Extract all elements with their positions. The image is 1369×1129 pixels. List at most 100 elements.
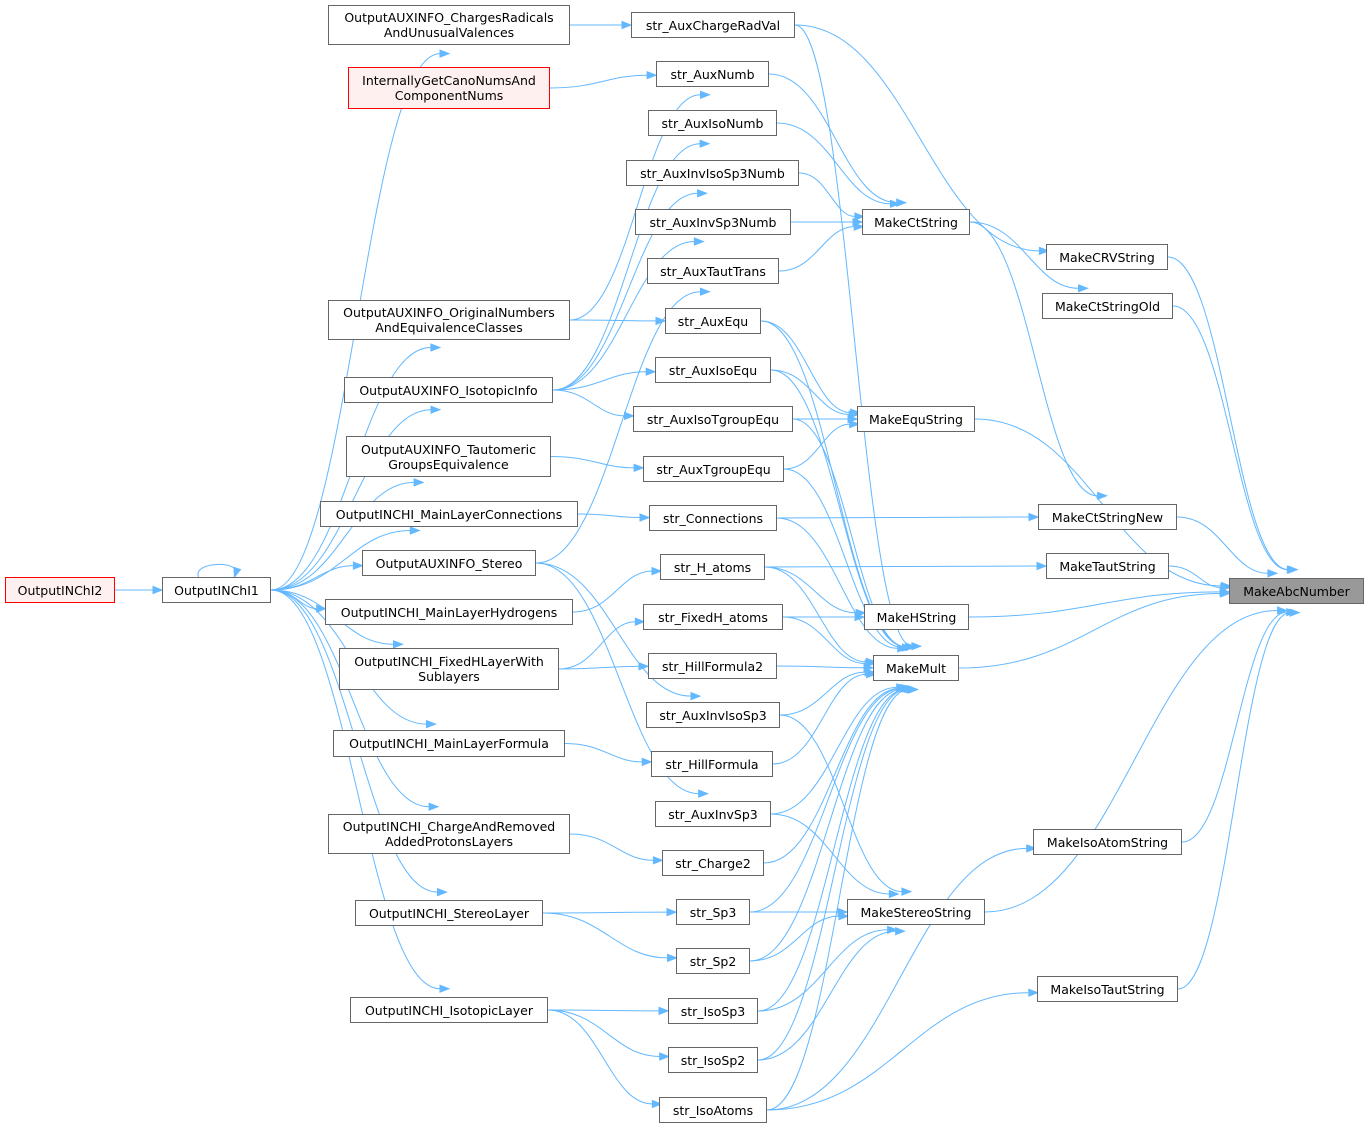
edge-OutputAUXINFO_IsotopicInfo-to-str_AuxInvSp3Numb [552, 237, 705, 391]
edge-str_AuxEqu-to-MakeEquString [760, 320, 862, 417]
edge-str_Connections-to-MakeCtStringNew [776, 512, 1040, 522]
node-MakeIsoTautString[interactable]: MakeIsoTautString [1037, 976, 1178, 1002]
edge-InternallyGetCanoNumsAndComponentNums-to-str_AuxNumb [549, 70, 658, 89]
edge-str_Connections-to-MakeMult [776, 517, 909, 653]
edge-MakeCtStringOld-to-MakeAbcNumber [1172, 305, 1298, 574]
edge-OutputAUXINFO_Stereo-to-str_AuxInvSp3 [535, 562, 709, 798]
node-MakeIsoAtomString[interactable]: MakeIsoAtomString [1033, 829, 1182, 855]
node-str_FixedH_atoms[interactable]: str_FixedH_atoms [643, 604, 783, 630]
node-OutputINChI1[interactable]: OutputINChI1 [162, 577, 271, 603]
edge-MakeHString-to-MakeAbcNumber [968, 587, 1231, 618]
edge-OutputAUXINFO_Stereo-to-str_AuxInvIsoSp3 [535, 562, 702, 701]
node-MakeCtString[interactable]: MakeCtString [862, 209, 970, 235]
node-str_AuxIsoTgroupEqu[interactable]: str_AuxIsoTgroupEqu [633, 406, 793, 432]
node-str_AuxEqu[interactable]: str_AuxEqu [665, 308, 761, 334]
edge-str_H_atoms-to-MakeTautString [764, 561, 1048, 571]
node-str_AuxTautTrans[interactable]: str_AuxTautTrans [647, 258, 779, 284]
edge-MakeIsoTautString-to-MakeAbcNumber [1177, 608, 1301, 990]
edge-str_HillFormula-to-MakeMult [772, 669, 877, 765]
edge-OutputINChI2-to-OutputINChI1 [115, 585, 164, 595]
edge-str_IsoSp2-to-MakeStereoString [757, 926, 906, 1061]
node-MakeHString[interactable]: MakeHString [864, 604, 969, 630]
node-str_AuxInvSp3[interactable]: str_AuxInvSp3 [655, 801, 771, 827]
node-str_AuxNumb[interactable]: str_AuxNumb [656, 61, 769, 87]
edge-MakeMult-to-MakeAbcNumber [958, 589, 1231, 669]
node-OutputAUXINFO_Stereo[interactable]: OutputAUXINFO_Stereo [362, 550, 536, 576]
edge-MakeStereoString-to-MakeAbcNumber [984, 606, 1288, 913]
edge-str_AuxInvIsoSp3Numb-to-MakeCtString [798, 172, 866, 221]
node-MakeEquString[interactable]: MakeEquString [857, 406, 975, 432]
node-str_IsoAtoms[interactable]: str_IsoAtoms [659, 1097, 767, 1123]
node-str_Sp2[interactable]: str_Sp2 [676, 948, 750, 974]
edge-MakeTautString-to-MakeAbcNumber [1168, 565, 1232, 592]
node-str_HillFormula2[interactable]: str_HillFormula2 [648, 653, 777, 679]
edge-str_Sp2-to-MakeStereoString [749, 911, 850, 962]
node-str_H_atoms[interactable]: str_H_atoms [660, 554, 765, 580]
node-OutputINChI2[interactable]: OutputINChI2 [5, 577, 115, 603]
edge-OutputINCHI_StereoLayer-to-str_Sp3 [542, 907, 678, 917]
node-MakeCtStringOld[interactable]: MakeCtStringOld [1042, 293, 1173, 319]
edge-OutputINChI1-to-OutputAUXINFO_TautomericGroupsEquivalence [270, 478, 425, 591]
edge-OutputINChI1-to-OutputAUXINFO_IsotopicInfo [270, 405, 442, 591]
edge-OutputINCHI_StereoLayer-to-str_Sp2 [542, 912, 678, 963]
edge-OutputINChI1-to-OutputINCHI_IsotopicLayer [270, 589, 451, 993]
edge-OutputAUXINFO_IsotopicInfo-to-str_AuxIsoEqu [552, 367, 657, 391]
edge-OutputAUXINFO_IsotopicInfo-to-str_AuxInvIsoSp3Numb [552, 189, 708, 391]
node-MakeStereoString[interactable]: MakeStereoString [847, 899, 985, 925]
edge-OutputINCHI_IsotopicLayer-to-str_IsoAtoms [547, 1009, 663, 1109]
edge-str_AuxInvIsoSp3-to-MakeStereoString [779, 714, 913, 896]
node-MakeMult[interactable]: MakeMult [873, 655, 959, 681]
node-MakeAbcNumber: MakeAbcNumber [1229, 578, 1364, 604]
node-OutputINCHI_MainLayerFormula[interactable]: OutputINCHI_MainLayerFormula [333, 730, 565, 757]
edge-str_IsoSp2-to-MakeMult [757, 685, 918, 1061]
node-str_AuxIsoNumb[interactable]: str_AuxIsoNumb [648, 110, 777, 136]
node-MakeCtStringNew[interactable]: MakeCtStringNew [1038, 504, 1177, 530]
edge-str_IsoSp3-to-MakeMult [757, 684, 917, 1012]
node-str_AuxInvIsoSp3[interactable]: str_AuxInvIsoSp3 [646, 702, 780, 728]
node-OutputINCHI_StereoLayer[interactable]: OutputINCHI_StereoLayer [355, 900, 543, 926]
node-str_Charge2[interactable]: str_Charge2 [662, 850, 764, 876]
edge-OutputINChI1-to-OutputINCHI_ChargeAndRemovedAddedProtonsLayers [270, 589, 440, 811]
node-MakeCRVString[interactable]: MakeCRVString [1046, 244, 1168, 270]
edge-OutputAUXINFO_OriginalNumbersAndEquivalenceClasses-to-str_AuxNumb [569, 90, 711, 321]
node-str_Connections[interactable]: str_Connections [649, 505, 777, 531]
edge-OutputAUXINFO_OriginalNumbersAndEquivalenceClasses-to-str_AuxEqu [569, 316, 667, 326]
node-str_HillFormula[interactable]: str_HillFormula [651, 751, 773, 777]
edge-MakeCtStringNew-to-MakeAbcNumber [1176, 516, 1279, 578]
node-str_AuxTgroupEqu[interactable]: str_AuxTgroupEqu [643, 456, 784, 482]
edge-str_FixedH_atoms-to-MakeMult [782, 616, 876, 668]
node-str_AuxIsoEqu[interactable]: str_AuxIsoEqu [655, 357, 771, 383]
edge-OutputINCHI_FixedHLayerWithSublayers-to-str_FixedH_atoms [558, 617, 646, 670]
edge-str_IsoAtoms-to-MakeIsoAtomString [766, 844, 1038, 1111]
node-OutputINCHI_MainLayerConnections[interactable]: OutputINCHI_MainLayerConnections [320, 501, 578, 527]
node-str_AuxChargeRadVal[interactable]: str_AuxChargeRadVal [631, 12, 795, 38]
edge-str_AuxChargeRadVal-to-MakeCRVString [794, 24, 1050, 256]
node-OutputAUXINFO_IsotopicInfo[interactable]: OutputAUXINFO_IsotopicInfo [344, 377, 553, 403]
edge-str_AuxChargeRadVal-to-MakeMult [794, 24, 923, 651]
edge-MakeCtString-to-MakeCtStringOld [969, 221, 1089, 293]
node-str_IsoSp2[interactable]: str_IsoSp2 [668, 1047, 758, 1073]
node-OutputINCHI_MainLayerHydrogens[interactable]: OutputINCHI_MainLayerHydrogens [325, 599, 573, 625]
edge-MakeIsoAtomString-to-MakeAbcNumber [1181, 607, 1298, 843]
node-MakeTautString[interactable]: MakeTautString [1046, 553, 1169, 579]
edge-MakeCRVString-to-MakeAbcNumber [1167, 256, 1299, 574]
edge-OutputINCHI_IsotopicLayer-to-str_IsoSp2 [547, 1009, 671, 1061]
node-str_Sp3[interactable]: str_Sp3 [676, 899, 750, 925]
edge-OutputINChI1-to-OutputAUXINFO_Stereo [270, 561, 364, 591]
node-str_AuxInvSp3Numb[interactable]: str_AuxInvSp3Numb [635, 209, 791, 235]
node-OutputINCHI_IsotopicLayer[interactable]: OutputINCHI_IsotopicLayer [350, 997, 548, 1023]
node-str_AuxInvIsoSp3Numb[interactable]: str_AuxInvIsoSp3Numb [626, 160, 799, 186]
edge-OutputINCHI_MainLayerHydrogens-to-str_H_atoms [572, 566, 663, 613]
node-str_IsoSp3[interactable]: str_IsoSp3 [668, 998, 758, 1024]
edge-MakeCtString-to-MakeCtStringNew [969, 221, 1108, 501]
edge-OutputINCHI_MainLayerFormula-to-str_HillFormula [564, 743, 653, 767]
edge-OutputAUXINFO_ChargesRadicalsAndUnusualValences-to-str_AuxChargeRadVal [570, 20, 633, 30]
edge-str_AuxIsoEqu-to-MakeEquString [770, 369, 860, 419]
